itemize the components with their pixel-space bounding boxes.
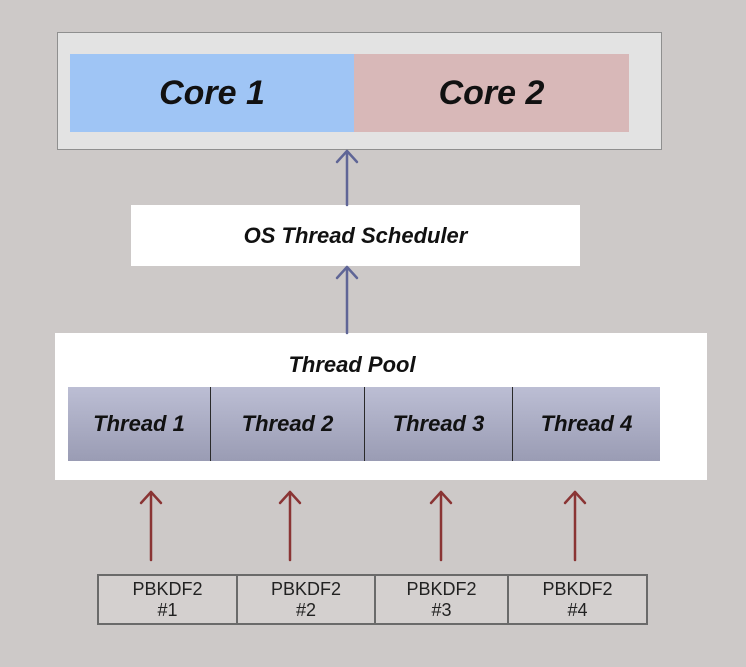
- pbkdf2-task-3: PBKDF2 #3: [376, 576, 507, 623]
- pbkdf2-task-2: PBKDF2 #2: [238, 576, 374, 623]
- core-1: Core 1: [70, 54, 354, 132]
- thread-divider: [512, 387, 513, 461]
- thread-pool-title: Thread Pool: [288, 352, 416, 377]
- thread-2: Thread 2: [211, 387, 364, 461]
- thread-divider: [364, 387, 365, 461]
- task-number: #2: [295, 599, 317, 620]
- thread-3: Thread 3: [365, 387, 512, 461]
- task-name: PBKDF2: [406, 578, 477, 599]
- arrow-task-2-to-thread-2: [278, 490, 302, 562]
- pbkdf2-task-table: [97, 574, 648, 625]
- pbkdf2-task-4: PBKDF2 #4: [509, 576, 646, 623]
- task-divider: [374, 576, 376, 623]
- task-name: PBKDF2: [542, 578, 613, 599]
- arrow-task-4-to-thread-4: [563, 490, 587, 562]
- core-2: Core 2: [354, 54, 629, 132]
- thread-4: Thread 4: [513, 387, 660, 461]
- upper-arrows: [335, 149, 359, 335]
- task-divider: [507, 576, 509, 623]
- task-number: #3: [431, 599, 452, 620]
- os-thread-scheduler: OS Thread Scheduler: [131, 205, 580, 266]
- task-number: #4: [567, 599, 588, 620]
- arrow-scheduler-to-cores: [335, 149, 359, 207]
- task-name: PBKDF2: [132, 578, 203, 599]
- task-name: PBKDF2: [270, 578, 342, 599]
- task-divider: [236, 576, 238, 623]
- arrow-pool-to-scheduler: [335, 265, 359, 335]
- lower-arrows: [139, 490, 587, 562]
- arrow-task-1-to-thread-1: [139, 490, 163, 562]
- arrow-task-3-to-thread-3: [429, 490, 453, 562]
- thread-divider: [210, 387, 211, 461]
- pbkdf2-task-1: PBKDF2 #1: [99, 576, 236, 623]
- task-number: #1: [157, 599, 178, 620]
- thread-1: Thread 1: [68, 387, 210, 461]
